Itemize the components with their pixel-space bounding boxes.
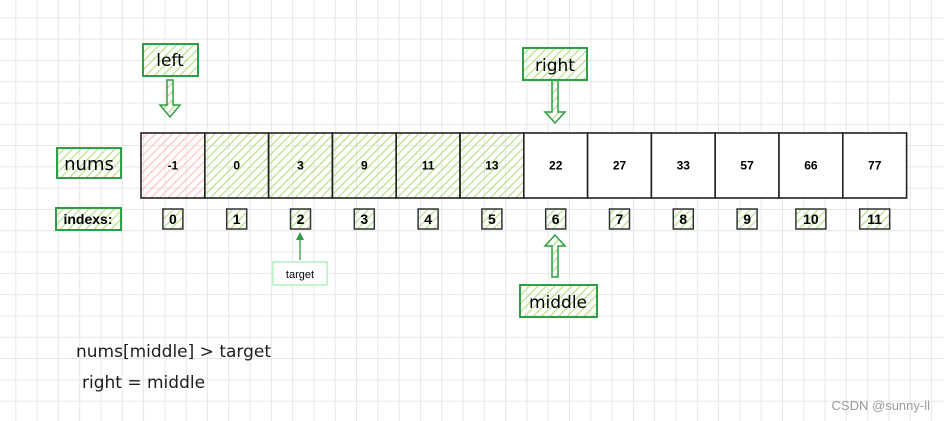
right-label: right [522, 47, 588, 81]
right-arrow [543, 79, 567, 125]
index-box: 5 [481, 208, 503, 230]
array-cell: 22 [522, 132, 589, 199]
array-cell: 13 [459, 132, 525, 199]
indexs-label-text: indexs: [63, 211, 112, 227]
cell-value: 77 [868, 159, 882, 173]
cell-value: 33 [677, 159, 691, 173]
watermark: CSDN @sunny-ll [831, 398, 930, 413]
cell-value: 0 [233, 159, 240, 173]
action-note: right = middle [82, 373, 206, 393]
cell-value: 3 [297, 159, 304, 173]
index-value: 2 [297, 211, 305, 227]
array-cell: 33 [650, 132, 717, 199]
left-arrow [158, 79, 182, 119]
middle-label: middle [519, 284, 598, 318]
index-value: 3 [360, 211, 368, 227]
index-box: 3 [353, 208, 376, 230]
indexs-label: indexs: [55, 207, 122, 231]
index-box: 8 [672, 208, 695, 230]
array-cell: 9 [331, 132, 397, 199]
index-box: 7 [608, 208, 631, 230]
middle-arrow [543, 233, 567, 278]
index-box: 9 [736, 208, 758, 230]
cell-value: 13 [485, 159, 499, 173]
right-label-text: right [535, 56, 575, 76]
cell-value: 9 [361, 159, 368, 173]
array-cell: -1 [140, 132, 206, 199]
index-value: 0 [169, 211, 177, 227]
index-value: 1 [233, 211, 241, 227]
cell-value: 57 [740, 159, 754, 173]
left-label-text: left [156, 51, 184, 71]
array-cell: 77 [841, 132, 908, 199]
index-box: 1 [225, 208, 248, 230]
condition-note: nums[middle] > target [76, 342, 272, 362]
index-value: 11 [867, 211, 882, 227]
array-cell: 27 [586, 132, 653, 199]
target-label-text: target [286, 269, 314, 281]
cell-value: -1 [168, 159, 179, 173]
target-label: target [272, 261, 328, 286]
index-box: 0 [162, 208, 184, 230]
nums-label-text: nums [64, 154, 114, 175]
index-value: 8 [679, 211, 687, 227]
index-value: 5 [488, 211, 496, 227]
index-value: 10 [803, 211, 819, 227]
cell-value: 27 [613, 159, 627, 173]
target-arrow [296, 232, 304, 260]
middle-label-text: middle [529, 293, 587, 313]
index-value: 9 [743, 211, 751, 227]
index-value: 4 [424, 211, 432, 227]
index-value: 7 [616, 211, 624, 227]
cell-value: 22 [549, 159, 563, 173]
cell-value: 66 [804, 159, 818, 173]
index-box: 4 [417, 208, 439, 230]
array-cell: 0 [204, 132, 270, 199]
index-box: 10 [795, 208, 827, 230]
array-cell: 3 [267, 132, 334, 199]
left-label: left [142, 43, 199, 77]
array-cell: 57 [714, 132, 780, 199]
index-box: 11 [858, 208, 891, 230]
nums-label: nums [56, 147, 122, 179]
index-box: 2 [289, 208, 312, 230]
index-box: 6 [544, 208, 567, 230]
array-cell: 11 [395, 132, 461, 199]
index-value: 6 [552, 211, 560, 227]
array-cell: 66 [778, 132, 844, 199]
cell-value: 11 [422, 159, 435, 173]
